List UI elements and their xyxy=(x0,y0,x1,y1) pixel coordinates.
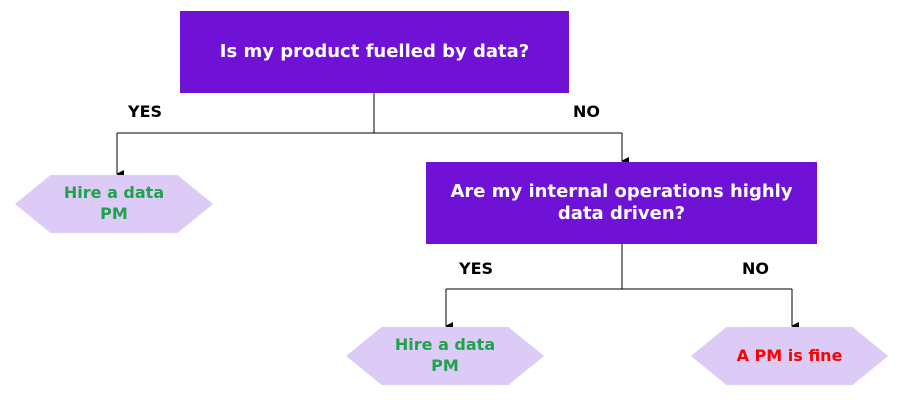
second-yes-label: YES xyxy=(459,259,494,278)
outcome-hire-data-pm-1-text: Hire a data PM xyxy=(63,183,165,223)
second-question-box: Are my internal operations highly data d… xyxy=(426,162,817,244)
outcome-hire-data-pm-1: Hire a data PM xyxy=(15,175,213,233)
root-yes-label: YES xyxy=(128,102,163,121)
second-no-label: NO xyxy=(742,259,769,278)
outcome-pm-is-fine: A PM is fine xyxy=(691,327,888,385)
root-no-label: NO xyxy=(573,102,600,121)
root-question-text: Is my product fuelled by data? xyxy=(219,40,530,62)
outcome-hire-data-pm-2: Hire a data PM xyxy=(346,327,544,385)
root-question-box: Is my product fuelled by data? xyxy=(180,11,569,93)
outcome-hire-data-pm-2-text: Hire a data PM xyxy=(394,335,496,375)
second-question-text: Are my internal operations highly data d… xyxy=(450,180,793,225)
outcome-pm-is-fine-text: A PM is fine xyxy=(736,345,843,365)
